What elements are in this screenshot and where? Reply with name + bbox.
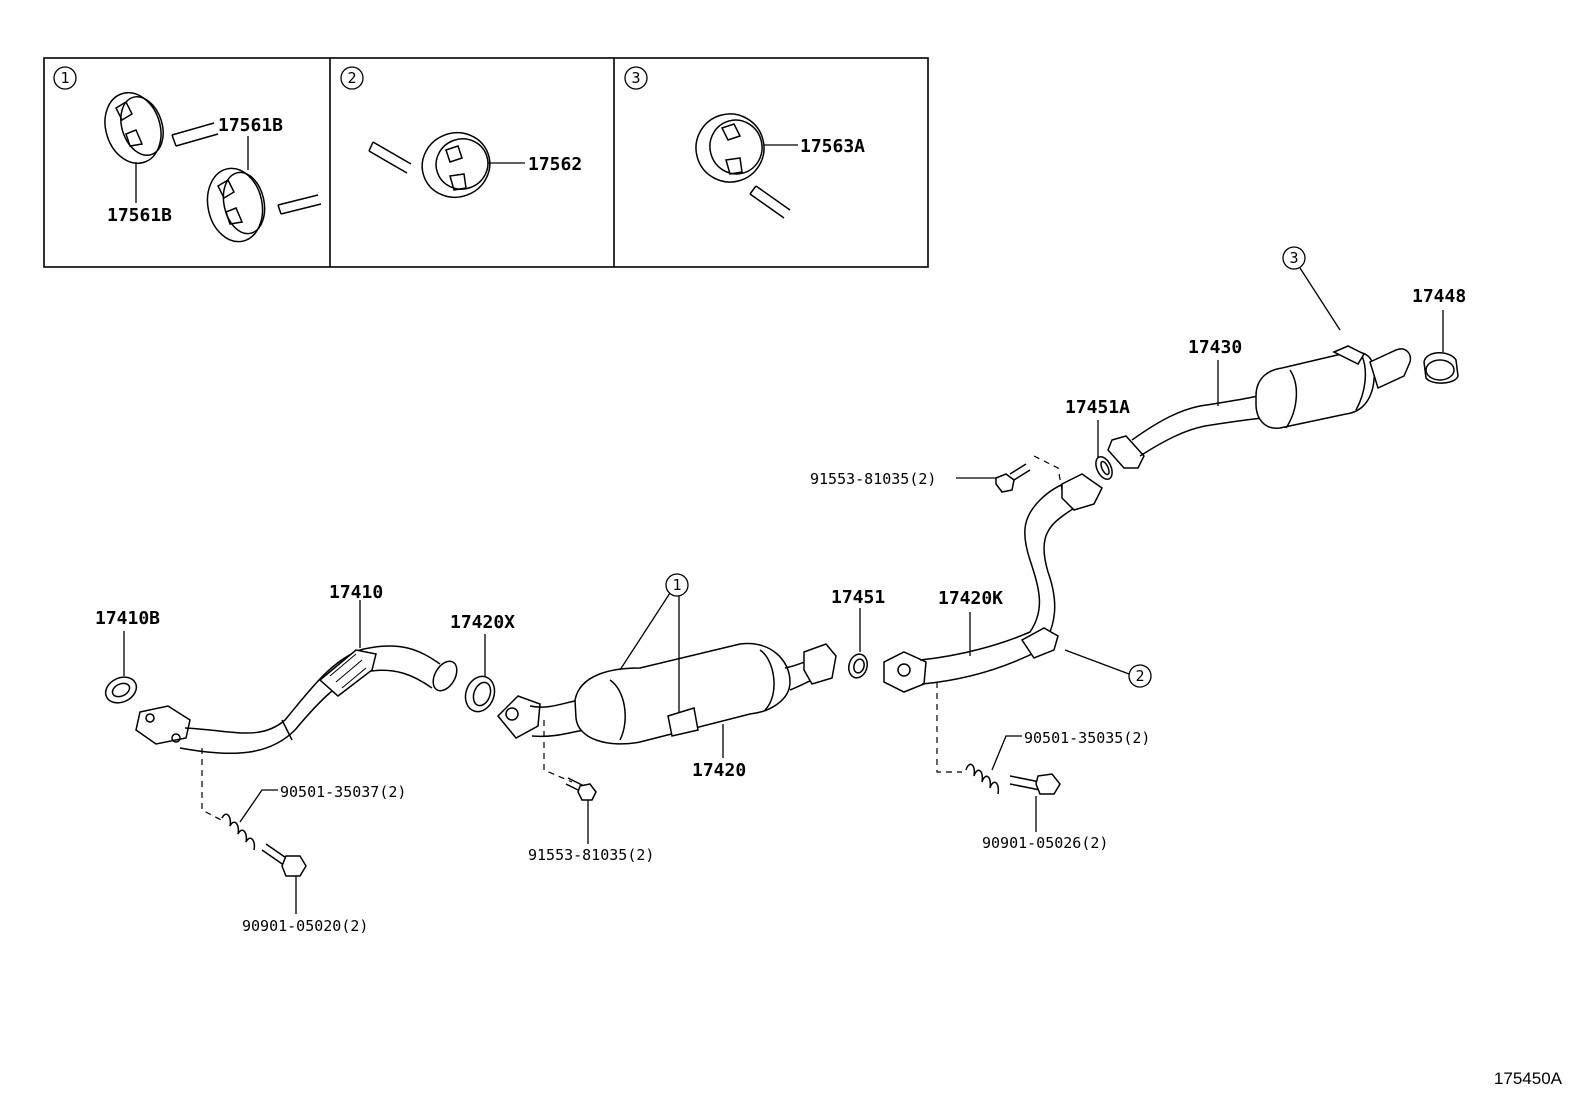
callout-2 — [1128, 664, 1152, 688]
rubber-hanger-icon — [206, 167, 266, 243]
inset-2: 2 17562 — [340, 66, 582, 198]
inset-3: 3 17563A — [624, 66, 865, 219]
part-label-17420K: 17420K — [938, 588, 1003, 609]
part-label-17561B: 17561B — [218, 115, 283, 136]
part-label-17420X: 17420X — [450, 612, 515, 633]
callout-1-text: 1 — [672, 576, 681, 594]
hanger-rod-icon — [368, 141, 412, 174]
leader-line — [991, 735, 1022, 771]
intermediate-pipe-17420K-icon — [883, 473, 1103, 693]
spring-icon — [965, 763, 1000, 795]
gasket-17451A-icon — [1095, 455, 1113, 481]
bolt-icon — [995, 463, 1031, 493]
diagram-id: 175450A — [1493, 1069, 1562, 1088]
bolt-icon — [565, 777, 597, 801]
part-label-17451: 17451 — [831, 587, 885, 608]
rubber-hanger-icon — [695, 113, 765, 183]
rubber-hanger-icon — [104, 92, 164, 164]
inset-panel-row — [43, 57, 929, 268]
leader-line — [1299, 267, 1341, 331]
assembly-dash-line — [543, 720, 573, 783]
leader-line — [1064, 649, 1130, 675]
rubber-hanger-icon — [421, 132, 491, 198]
front-pipe-17410-icon — [135, 645, 458, 755]
part-label-17420: 17420 — [692, 760, 746, 781]
part-label-90501-35035: 90501-35035(2) — [1024, 729, 1150, 747]
part-label-17410: 17410 — [329, 582, 383, 603]
inset-badge-1-text: 1 — [60, 69, 69, 87]
tail-tip-17448-icon — [1423, 352, 1459, 384]
part-label-91553-81035: 91553-81035(2) — [528, 846, 654, 864]
part-label-90901-05026: 90901-05026(2) — [982, 834, 1108, 852]
gasket-17420X-icon — [464, 675, 496, 713]
inset-1: 1 17561B 17561B — [53, 66, 322, 243]
leader-line — [619, 592, 671, 671]
part-label-17562: 17562 — [528, 154, 582, 175]
part-label-17451A: 17451A — [1065, 397, 1130, 418]
inset-badge-3-text: 3 — [631, 69, 640, 87]
part-label-17410B: 17410B — [95, 608, 160, 629]
assembly-dash-line — [936, 682, 962, 773]
leader-line — [239, 789, 278, 823]
part-label-90501-35037: 90501-35037(2) — [280, 783, 406, 801]
gasket-17451-icon — [848, 653, 868, 679]
inset-badge-1 — [53, 66, 77, 90]
callout-1 — [665, 573, 689, 597]
part-label-17448: 17448 — [1412, 286, 1466, 307]
bolt-icon — [261, 843, 307, 877]
callout-3-text: 3 — [1289, 249, 1298, 267]
assembly-dash-line — [1033, 455, 1063, 491]
hanger-rod-icon — [749, 185, 791, 219]
inset-badge-3 — [624, 66, 648, 90]
part-label-17563A: 17563A — [800, 136, 865, 157]
bolt-icon — [1009, 773, 1061, 795]
assembly-dash-line — [201, 748, 226, 823]
inset-badge-2 — [340, 66, 364, 90]
gasket-17410B-icon — [104, 676, 138, 704]
tail-muffler-17430-icon — [1107, 345, 1412, 469]
part-label-17430: 17430 — [1188, 337, 1242, 358]
callout-3 — [1282, 246, 1306, 270]
spring-icon — [221, 813, 256, 851]
inset-frame — [43, 57, 929, 268]
inset-badge-2-text: 2 — [347, 69, 356, 87]
part-label-90901-05020: 90901-05020(2) — [242, 917, 368, 935]
part-label-91553-81035: 91553-81035(2) — [810, 470, 936, 488]
callout-2-text: 2 — [1135, 667, 1144, 685]
part-label-17561B: 17561B — [107, 205, 172, 226]
center-muffler-17420-icon — [496, 642, 837, 745]
hanger-rod-icon — [277, 194, 322, 215]
hanger-rod-icon — [171, 122, 219, 147]
